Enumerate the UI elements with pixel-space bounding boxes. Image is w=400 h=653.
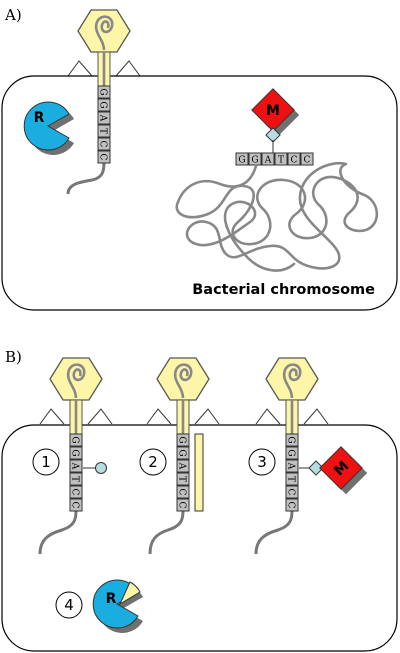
- step-4-marker: 4: [55, 591, 83, 619]
- base-letter: G: [98, 88, 108, 95]
- step-1-marker: 1: [32, 448, 60, 476]
- base-letter: T: [98, 128, 108, 134]
- base-box: [97, 111, 111, 125]
- chromosome-label: Bacterial chromosome: [192, 282, 375, 298]
- base-letter: G: [251, 156, 258, 166]
- base-box: [285, 459, 299, 473]
- base-box: [69, 459, 83, 473]
- base-box: [176, 498, 190, 512]
- base-letter: C: [70, 502, 80, 509]
- step-2-number: 2: [148, 453, 158, 471]
- base-letter: C: [177, 502, 187, 509]
- base-box: [261, 152, 275, 166]
- base-box: [176, 433, 190, 447]
- base-letter: G: [98, 101, 108, 108]
- step-3-marker: 3: [248, 448, 276, 476]
- base-letter: T: [70, 476, 80, 482]
- phage-dna-b1: [38, 510, 78, 555]
- base-letter: G: [238, 156, 245, 166]
- base-letter: C: [70, 489, 80, 496]
- base-letter: T: [177, 476, 187, 482]
- base-letter: C: [177, 489, 187, 496]
- base-box: [69, 433, 83, 447]
- restriction-enzyme-a-label: R: [34, 110, 45, 126]
- base-letter: G: [286, 436, 296, 443]
- methyl-group-b1: [95, 462, 107, 474]
- restriction-enzyme-b4: R: [92, 579, 144, 634]
- step-3-number: 3: [257, 453, 267, 471]
- base-box: [274, 152, 288, 166]
- base-letter: G: [177, 449, 187, 456]
- base-letter: A: [98, 114, 108, 122]
- restriction-enzyme-a: R: [23, 101, 75, 156]
- base-letter: A: [177, 462, 187, 470]
- base-box: [176, 459, 190, 473]
- inhibitor-b4: [118, 581, 141, 606]
- base-box: [176, 472, 190, 486]
- base-letter: A: [70, 462, 80, 470]
- restriction-enzyme-b4-label: R: [106, 591, 117, 607]
- base-box: [176, 485, 190, 499]
- bacterial-chromosome: [175, 161, 379, 272]
- base-box: [97, 98, 111, 112]
- protective-strip-b2: [194, 433, 204, 512]
- base-letter: C: [98, 154, 108, 161]
- base-letter: G: [177, 436, 187, 443]
- base-letter: A: [286, 462, 296, 470]
- base-box: [97, 85, 111, 99]
- base-letter: C: [291, 156, 298, 166]
- base-box: [69, 498, 83, 512]
- base-letter: T: [278, 156, 284, 166]
- base-box: [285, 472, 299, 486]
- phage-dna-b2: [148, 510, 185, 555]
- base-box: [97, 150, 111, 164]
- base-letter: C: [286, 502, 296, 509]
- base-letter: C: [286, 489, 296, 496]
- step-1-number: 1: [41, 453, 51, 471]
- phage-dna-b3: [254, 510, 294, 555]
- base-letter: G: [286, 449, 296, 456]
- base-box: [285, 446, 299, 460]
- base-box: [69, 485, 83, 499]
- base-box: [176, 446, 190, 460]
- methylase-a: M: [251, 88, 300, 137]
- step-2-marker: 2: [139, 448, 167, 476]
- base-letter: C: [98, 141, 108, 148]
- base-box: [285, 433, 299, 447]
- panel-b-letter: B): [5, 348, 22, 366]
- base-box: [235, 152, 249, 166]
- base-letter: G: [70, 436, 80, 443]
- base-box: [69, 472, 83, 486]
- panel-a-letter: A): [4, 6, 22, 24]
- step-4-number: 4: [64, 596, 74, 614]
- base-box: [300, 152, 314, 166]
- base-box: [248, 152, 262, 166]
- base-letter: G: [70, 449, 80, 456]
- base-box: [97, 124, 111, 138]
- base-letter: A: [264, 156, 272, 166]
- base-box: [287, 152, 301, 166]
- base-box: [97, 137, 111, 151]
- base-letter: T: [286, 476, 296, 482]
- base-box: [285, 485, 299, 499]
- methylase-b3: M: [319, 446, 368, 495]
- base-box: [69, 446, 83, 460]
- methylase-a-label: M: [266, 103, 280, 119]
- base-letter: C: [304, 156, 311, 166]
- base-box: [285, 498, 299, 512]
